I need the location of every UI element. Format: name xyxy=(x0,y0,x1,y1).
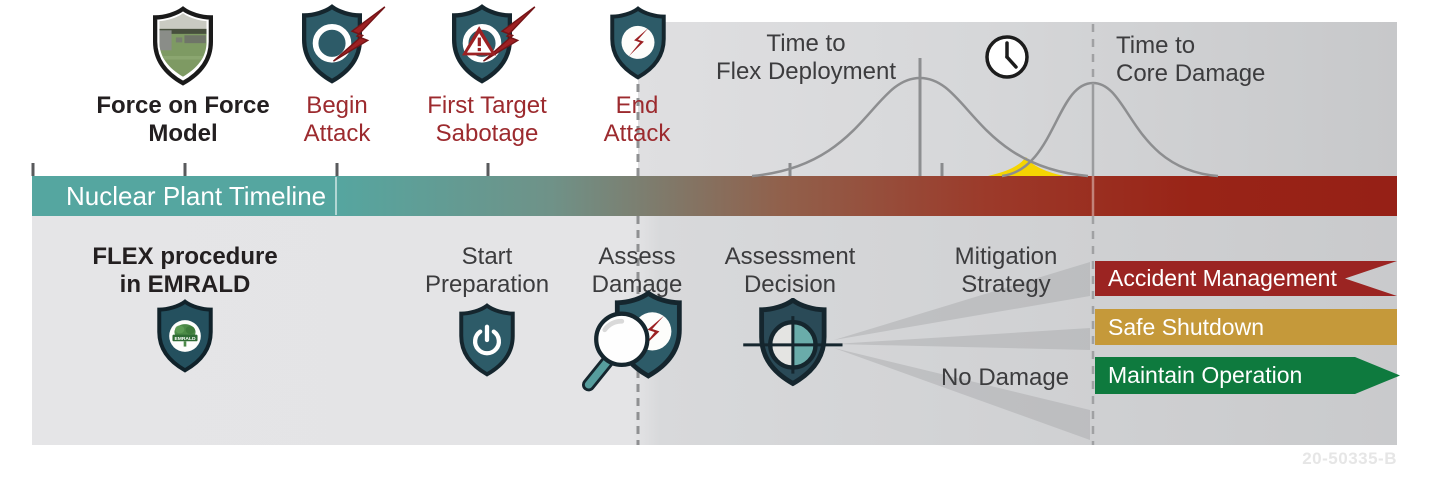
time-to-core-damage-label: Time to Core Damage xyxy=(1116,32,1266,87)
end-attack-label: End Attack xyxy=(603,92,671,147)
timeline-bar-divider xyxy=(335,177,337,215)
begin-attack-label: Begin Attack xyxy=(303,92,371,147)
shield-bolt-circle-icon xyxy=(605,5,671,81)
figure-number-watermark: 20-50335-B xyxy=(1302,449,1397,468)
shield-target-icon xyxy=(738,298,846,390)
time-to-flex-deployment-label: Time to Flex Deployment xyxy=(715,30,897,85)
assessment-decision-label: Assessment Decision xyxy=(724,243,856,298)
maintain-operation-label: Maintain Operation xyxy=(1108,362,1303,388)
shield-power-icon xyxy=(454,302,520,378)
shield-photo-icon xyxy=(147,6,219,86)
svg-text:EMRALD: EMRALD xyxy=(174,336,196,342)
safe-shutdown-banner: Safe Shutdown xyxy=(1095,309,1397,345)
start-preparation-label: Start Preparation xyxy=(424,243,550,298)
timeline-label: Nuclear Plant Timeline xyxy=(66,180,327,211)
shield-lightning-icon xyxy=(296,4,388,84)
shield-warning-lightning-icon xyxy=(446,4,538,84)
safe-shutdown-label: Safe Shutdown xyxy=(1108,313,1265,340)
assess-damage-label: Assess Damage xyxy=(591,243,683,298)
timeline-ticks-left xyxy=(31,163,490,176)
shield-magnifier-icon xyxy=(580,290,692,398)
force-on-force-label: Force on Force Model xyxy=(96,92,270,147)
shield-emrald-logo-icon: EMRALD xyxy=(152,298,218,374)
flex-procedure-label: FLEX procedure in EMRALD xyxy=(92,243,278,298)
mitigation-strategy-label: Mitigation Strategy xyxy=(954,243,1058,298)
no-damage-label: No Damage xyxy=(940,364,1070,391)
accident-management-label: Accident Management xyxy=(1108,265,1337,291)
nuclear-plant-timeline-bar: Nuclear Plant Timeline xyxy=(32,176,1397,216)
maintain-operation-banner: Maintain Operation xyxy=(1095,357,1400,394)
first-target-sabotage-label: First Target Sabotage xyxy=(427,92,547,147)
